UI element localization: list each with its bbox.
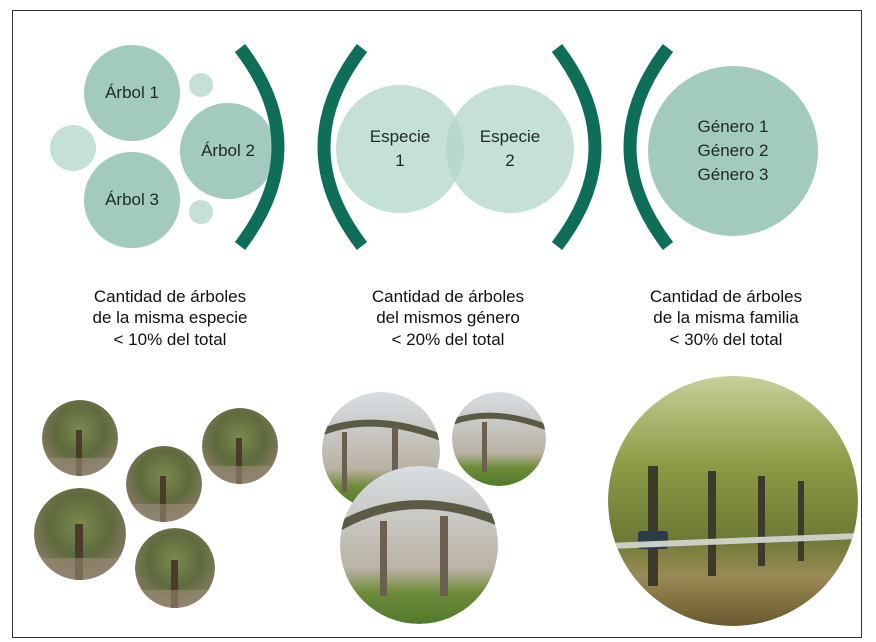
- genus-1-label: Género 1: [697, 117, 769, 137]
- species-1-word: Especie: [369, 127, 431, 147]
- caption-genus-line-2: del mismos género: [376, 308, 520, 328]
- caption-genus-line-1: Cantidad de árboles: [371, 287, 525, 306]
- decor-circle-bottom: [189, 200, 213, 224]
- decor-circle-left: [50, 125, 96, 171]
- bracket-open-3: [623, 44, 674, 250]
- caption-family-line-1: Cantidad de árboles: [649, 287, 803, 306]
- genus-list: Género 1 Género 2 Género 3: [698, 115, 769, 186]
- park-photo-2: [452, 392, 546, 486]
- tree-photo-4: [34, 488, 126, 580]
- caption-species-line-1: Cantidad de árboles: [93, 287, 247, 306]
- genus-3-label: Género 3: [697, 164, 769, 184]
- park-photo-3: [340, 466, 498, 624]
- caption-species-line-2: de la misma especie: [92, 308, 248, 328]
- tree-1-circle: Árbol 1: [84, 45, 180, 141]
- bracket-open-2: [317, 44, 368, 250]
- species-1-label: Especie 1: [370, 125, 430, 173]
- species-1-circle: Especie 1: [336, 85, 464, 213]
- species-2-number: 2: [505, 151, 515, 170]
- species-2-word: Especie: [479, 127, 541, 147]
- decor-circle-top: [189, 73, 213, 97]
- species-1-number: 1: [395, 151, 405, 170]
- tree-photo-3: [126, 446, 202, 522]
- caption-species: Cantidad de árboles de la misma especie …: [50, 286, 290, 350]
- bracket-close-2: [551, 44, 602, 250]
- genus-2-label: Género 2: [697, 141, 769, 161]
- tree-2-circle: Árbol 2: [180, 103, 276, 199]
- avenue-photo: [608, 376, 858, 626]
- tree-photo-2: [202, 408, 278, 484]
- caption-family-line-2: de la misma familia: [653, 308, 799, 328]
- tree-photo-5: [135, 528, 215, 608]
- tree-photo-1: [42, 400, 118, 476]
- species-2-label: Especie 2: [480, 125, 540, 173]
- species-2-circle: Especie 2: [446, 85, 574, 213]
- caption-genus-line-3: < 20% del total: [391, 329, 505, 349]
- caption-genus: Cantidad de árboles del mismos género < …: [328, 286, 568, 350]
- tree-3-label: Árbol 3: [105, 190, 159, 210]
- tree-3-circle: Árbol 3: [84, 152, 180, 248]
- caption-species-line-3: < 10% del total: [113, 329, 227, 349]
- caption-family: Cantidad de árboles de la misma familia …: [606, 286, 846, 350]
- bracket-close-1: [234, 44, 285, 250]
- tree-1-label: Árbol 1: [105, 83, 159, 103]
- tree-2-label: Árbol 2: [201, 141, 255, 161]
- genus-circle: Género 1 Género 2 Género 3: [648, 66, 818, 236]
- caption-family-line-3: < 30% del total: [669, 329, 783, 349]
